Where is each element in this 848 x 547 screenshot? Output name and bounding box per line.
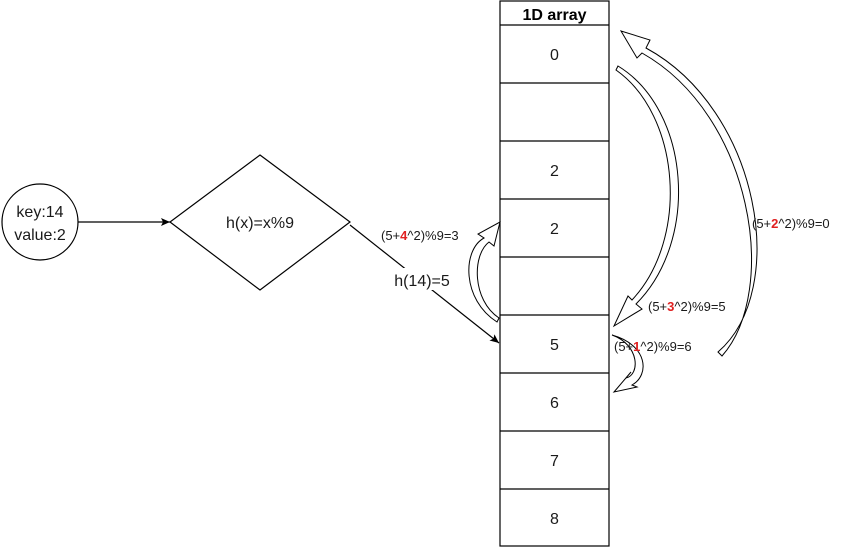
array-title: 1D array [522, 7, 586, 24]
probe-label-1: (5+1^2)%9=6 [614, 339, 692, 354]
value-label: value:2 [14, 227, 66, 244]
array-table: 1D array 0 2 2 5 6 7 8 [499, 0, 610, 547]
probe-label-2: (5+2^2)%9=0 [752, 216, 830, 231]
probe-label-3: (5+3^2)%9=5 [648, 299, 726, 314]
hash-function-node: h(x)=x%9 [168, 154, 352, 291]
array-cell-3: 2 [550, 221, 559, 238]
array-cell-0: 0 [550, 47, 559, 64]
array-cell-8: 8 [550, 511, 559, 528]
array-cell-5: 5 [550, 337, 559, 354]
hash-function-label: h(x)=x%9 [226, 215, 294, 232]
key-node: key:14 value:2 [1, 183, 79, 261]
array-cell-6: 6 [550, 395, 559, 412]
hash-result-label: h(14)=5 [394, 273, 450, 290]
probe-arrow-2 [619, 30, 758, 357]
probe-arrow-4 [468, 221, 501, 323]
probe-label-4: (5+4^2)%9=3 [381, 228, 459, 243]
probe-arrow-3 [612, 65, 680, 328]
array-cell-7: 7 [550, 453, 559, 470]
array-cell-2: 2 [550, 163, 559, 180]
key-label: key:14 [16, 204, 63, 221]
probe-arrow-1 [611, 334, 644, 393]
